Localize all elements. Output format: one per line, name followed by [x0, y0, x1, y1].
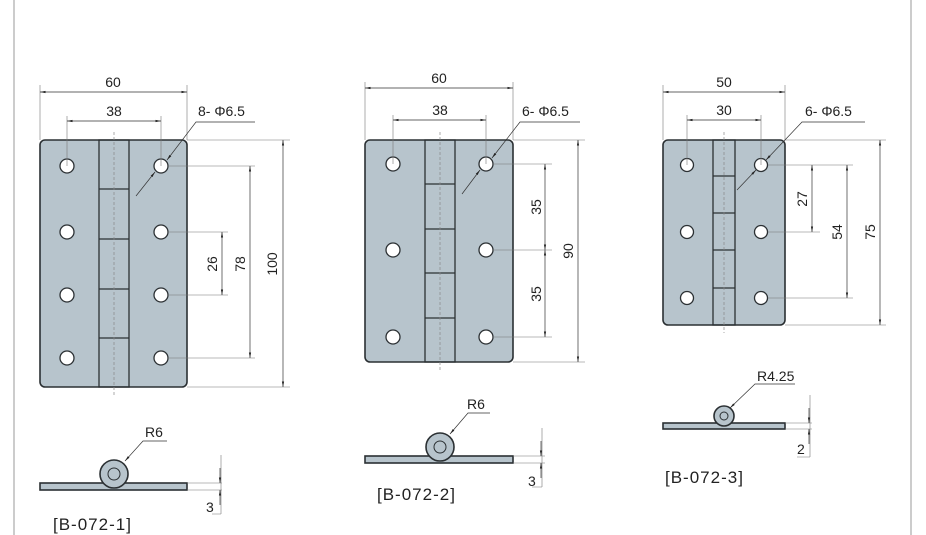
- model-label: [B-072-1]: [53, 515, 132, 534]
- hinge-b-072-2-front: 60 38 6- Φ6.5 35 35 90: [364, 70, 585, 370]
- hole: [59, 158, 169, 366]
- dim-vertical: 27: [794, 191, 810, 207]
- dim-height: 75: [862, 224, 878, 240]
- dim-height: 90: [560, 243, 576, 259]
- model-label: [B-072-2]: [377, 485, 456, 504]
- hole-callout: 6- Φ6.5: [805, 103, 852, 119]
- dim-hole-spacing: 30: [716, 102, 732, 118]
- dim-vertical: 78: [232, 256, 248, 272]
- hinge-b-072-3-side: R4.25 2 [B-072-3]: [662, 368, 812, 487]
- hinge-b-072-1-side: R6 3 [B-072-1]: [39, 424, 222, 534]
- hinge-b-072-3-front: 50 30 6- Φ6.5 27 54 75: [662, 74, 886, 333]
- hinge-b-072-2-side: R6 3 [B-072-2]: [364, 396, 545, 504]
- thickness-label: 3: [528, 473, 536, 489]
- dim-hole-spacing: 38: [106, 103, 122, 119]
- radius-label: R4.25: [757, 368, 795, 384]
- dim-width: 60: [431, 70, 447, 86]
- dim-hole-spacing: 38: [432, 102, 448, 118]
- dim-vertical: 54: [829, 224, 845, 240]
- dim-width: 50: [716, 74, 732, 90]
- hole-callout: 6- Φ6.5: [522, 103, 569, 119]
- hinge-b-072-1-front: 60 38 8- Φ6.5 26 78 100: [39, 74, 290, 396]
- radius-label: R6: [467, 396, 485, 412]
- dim-vertical: 35: [528, 286, 544, 302]
- dim-vertical: 26: [204, 256, 220, 272]
- model-label: [B-072-3]: [665, 468, 744, 487]
- thickness-label: 3: [206, 499, 214, 515]
- hole-callout: 8- Φ6.5: [198, 103, 245, 119]
- hole: [385, 156, 494, 345]
- dim-width: 60: [105, 74, 121, 90]
- dim-height: 100: [264, 252, 280, 276]
- dim-vertical: 35: [528, 199, 544, 215]
- thickness-label: 2: [797, 441, 805, 457]
- radius-label: R6: [145, 424, 163, 440]
